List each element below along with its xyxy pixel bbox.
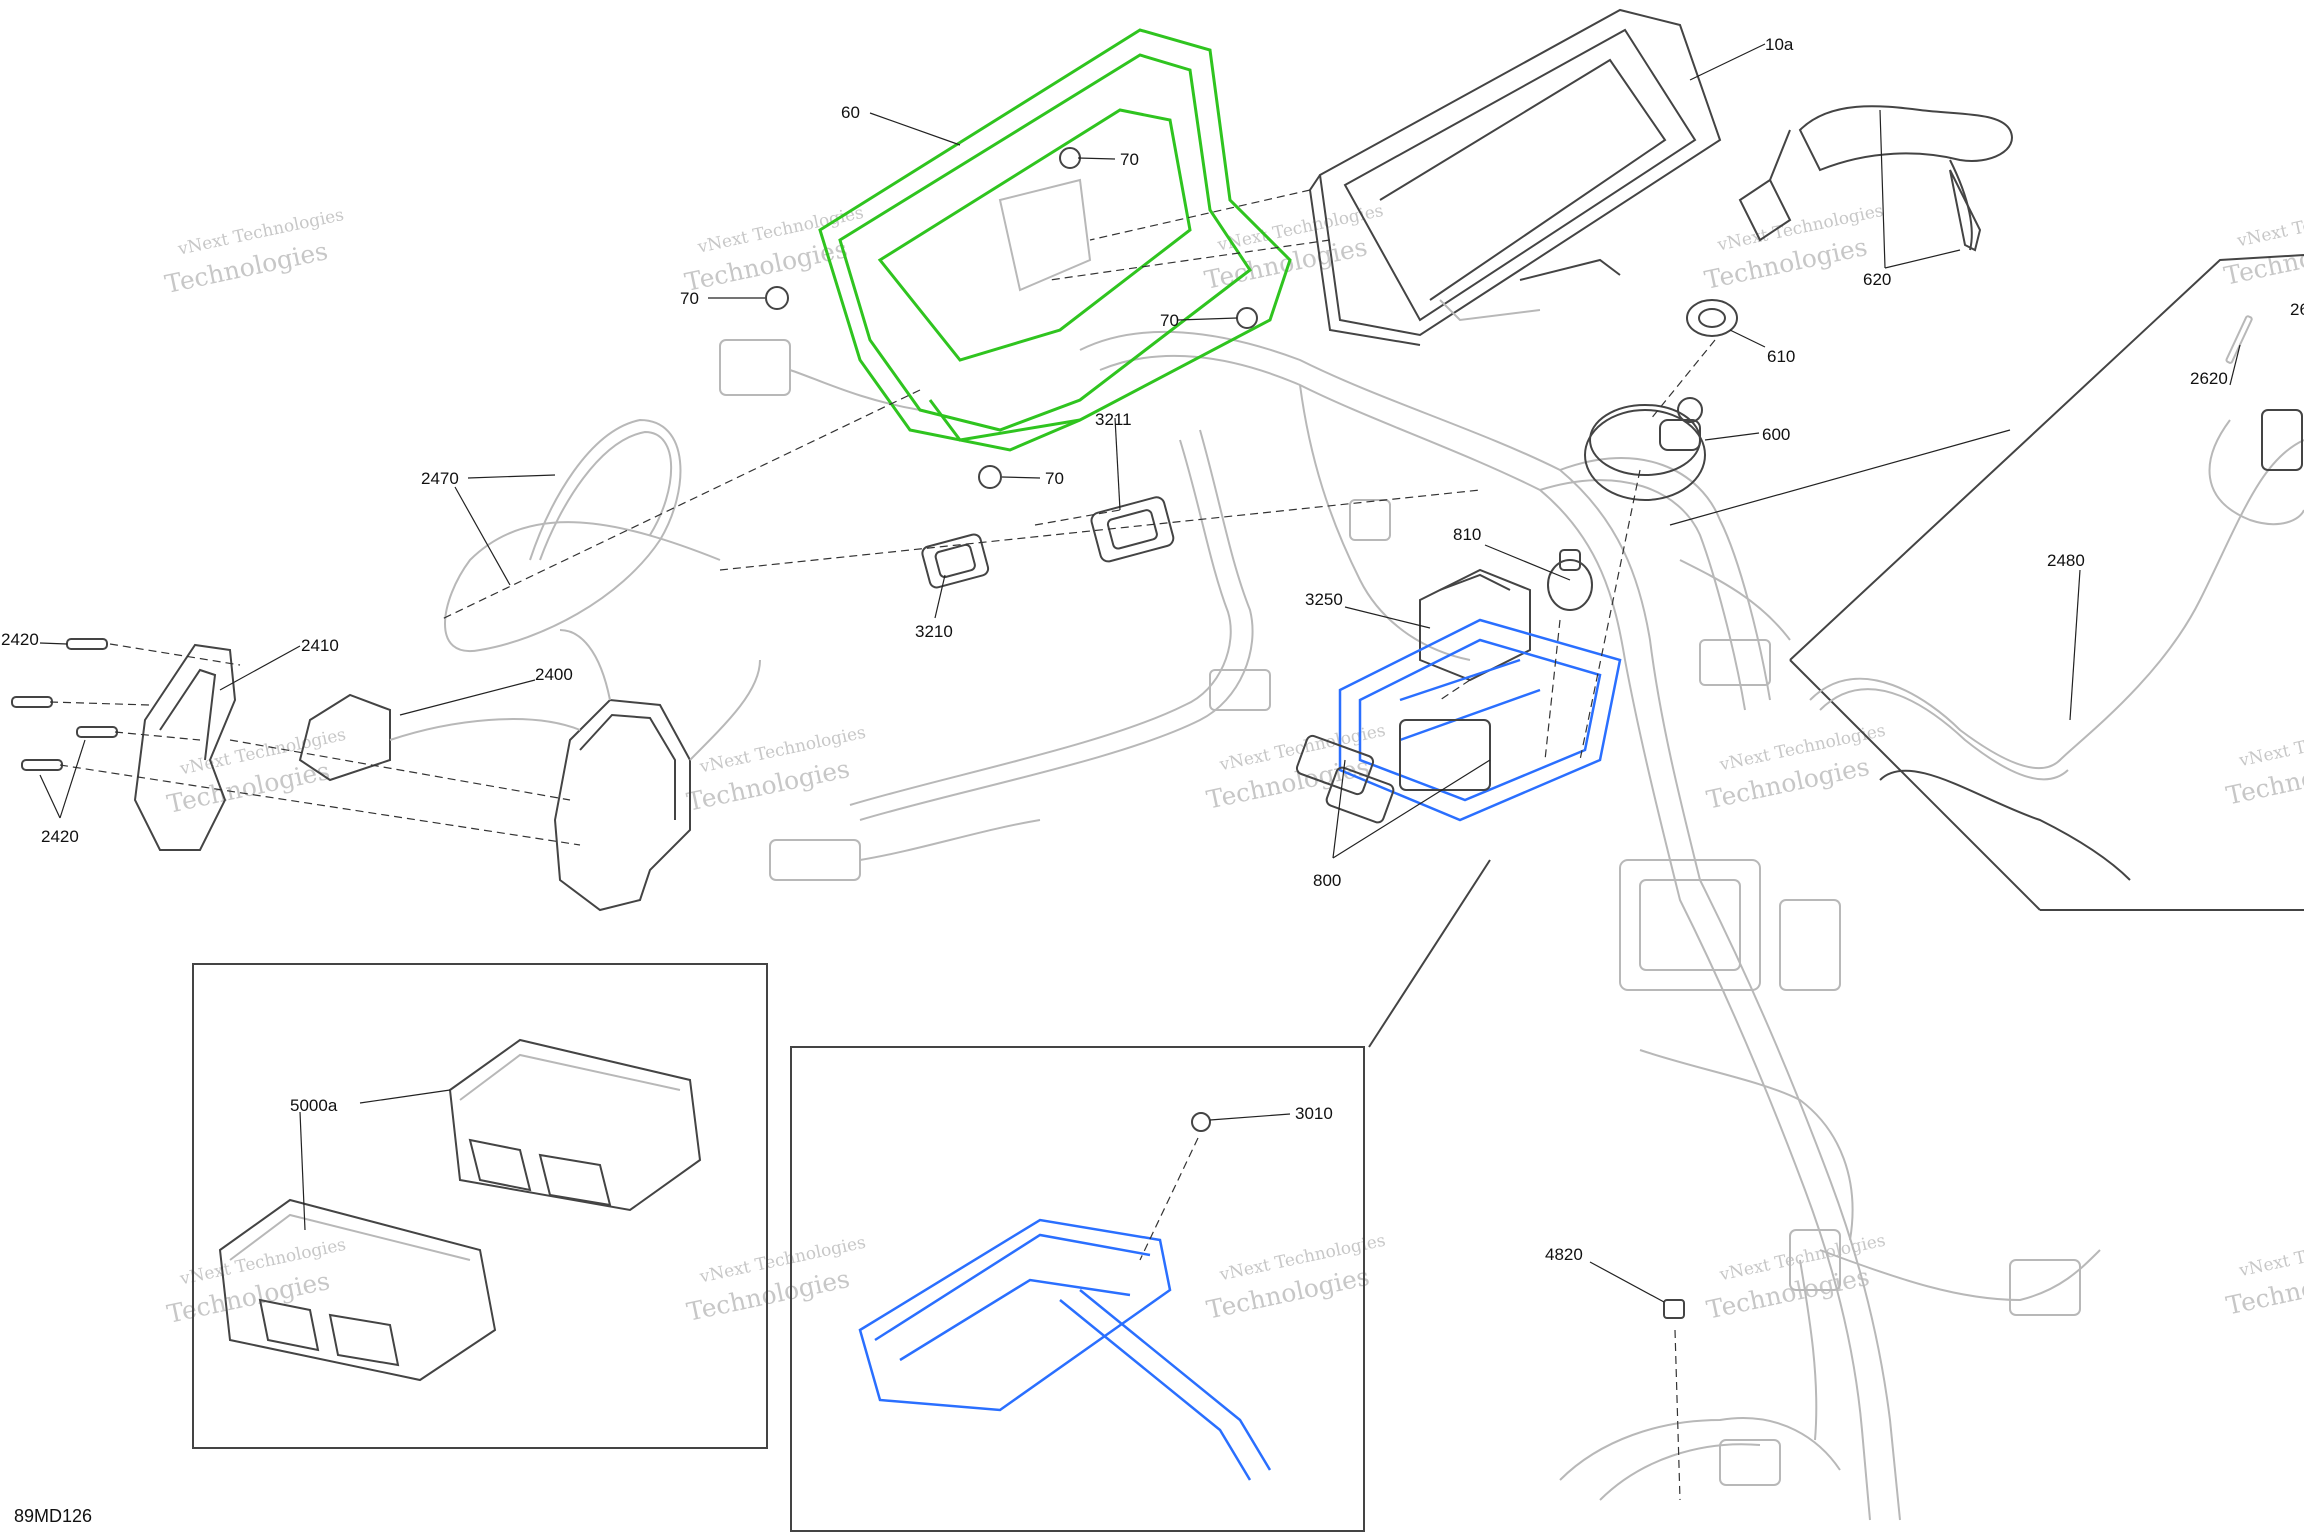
callout-2420: 2420	[41, 827, 79, 846]
connector-800	[1295, 734, 1395, 824]
callout-3250: 3250	[1305, 590, 1343, 609]
handlebar-switch-2400	[298, 629, 761, 912]
nut-4820	[1663, 1299, 1685, 1319]
callout-70: 70	[1120, 150, 1139, 169]
watermark-line1: vNext Technologies	[2234, 197, 2304, 252]
callout-3211: 3211	[1095, 410, 1132, 429]
callout-620: 620	[1863, 270, 1891, 289]
leader-lines	[39, 43, 2241, 1303]
callout-labels: 10a 60 70 70 70 70 620 610 600 2620 26 2…	[1, 35, 2304, 1264]
cluster-bracket	[818, 28, 1292, 452]
callout-600: 600	[1762, 425, 1790, 444]
callout-2410: 2410	[301, 636, 339, 655]
hose-2470	[444, 418, 721, 653]
callout-26: 26	[2290, 300, 2304, 319]
assembly-lines	[49, 189, 1716, 1501]
callout-70: 70	[1160, 311, 1179, 330]
callout-2400: 2400	[535, 665, 573, 684]
watermarks: vNext Technologies Technologies vNext Te…	[162, 197, 2304, 1329]
inset-ecu	[192, 963, 768, 1449]
fuse-810	[1547, 549, 1593, 611]
callout-2620: 2620	[2190, 369, 2228, 388]
connector-3211	[1090, 496, 1175, 563]
callout-3010: 3010	[1295, 1104, 1333, 1123]
callout-3210: 3210	[915, 622, 953, 641]
inset-module	[790, 859, 1491, 1532]
watermark-line1: vNext Technologies	[2237, 716, 2304, 771]
screws-2420	[11, 638, 118, 771]
watermark-line1: vNext Technologies	[2237, 1226, 2304, 1281]
grommet-610	[1686, 299, 1738, 337]
callout-800: 800	[1313, 871, 1341, 890]
relay-3250	[1419, 568, 1531, 682]
instrument-cluster	[1308, 8, 1722, 346]
callout-70: 70	[1045, 469, 1064, 488]
fuse-box-bracket	[1338, 618, 1622, 822]
main-wiring-harness	[719, 330, 2101, 1521]
callout-5000a: 5000a	[290, 1096, 338, 1115]
callout-10a: 10a	[1765, 35, 1794, 54]
callout-810: 810	[1453, 525, 1481, 544]
callout-2480: 2480	[2047, 551, 2085, 570]
inset-right	[1789, 254, 2304, 911]
switch-600	[1584, 397, 1706, 501]
callout-60: 60	[841, 103, 860, 122]
callout-2420: 2420	[1, 630, 39, 649]
callout-2470: 2470	[421, 469, 459, 488]
mount-bracket-2410	[133, 643, 237, 851]
figure-code: 89MD126	[14, 1506, 92, 1526]
callout-4820: 4820	[1545, 1245, 1583, 1264]
callout-70: 70	[680, 289, 699, 308]
tether-cord-620	[1738, 105, 2013, 252]
connector-3210	[921, 533, 990, 589]
callout-610: 610	[1767, 347, 1795, 366]
